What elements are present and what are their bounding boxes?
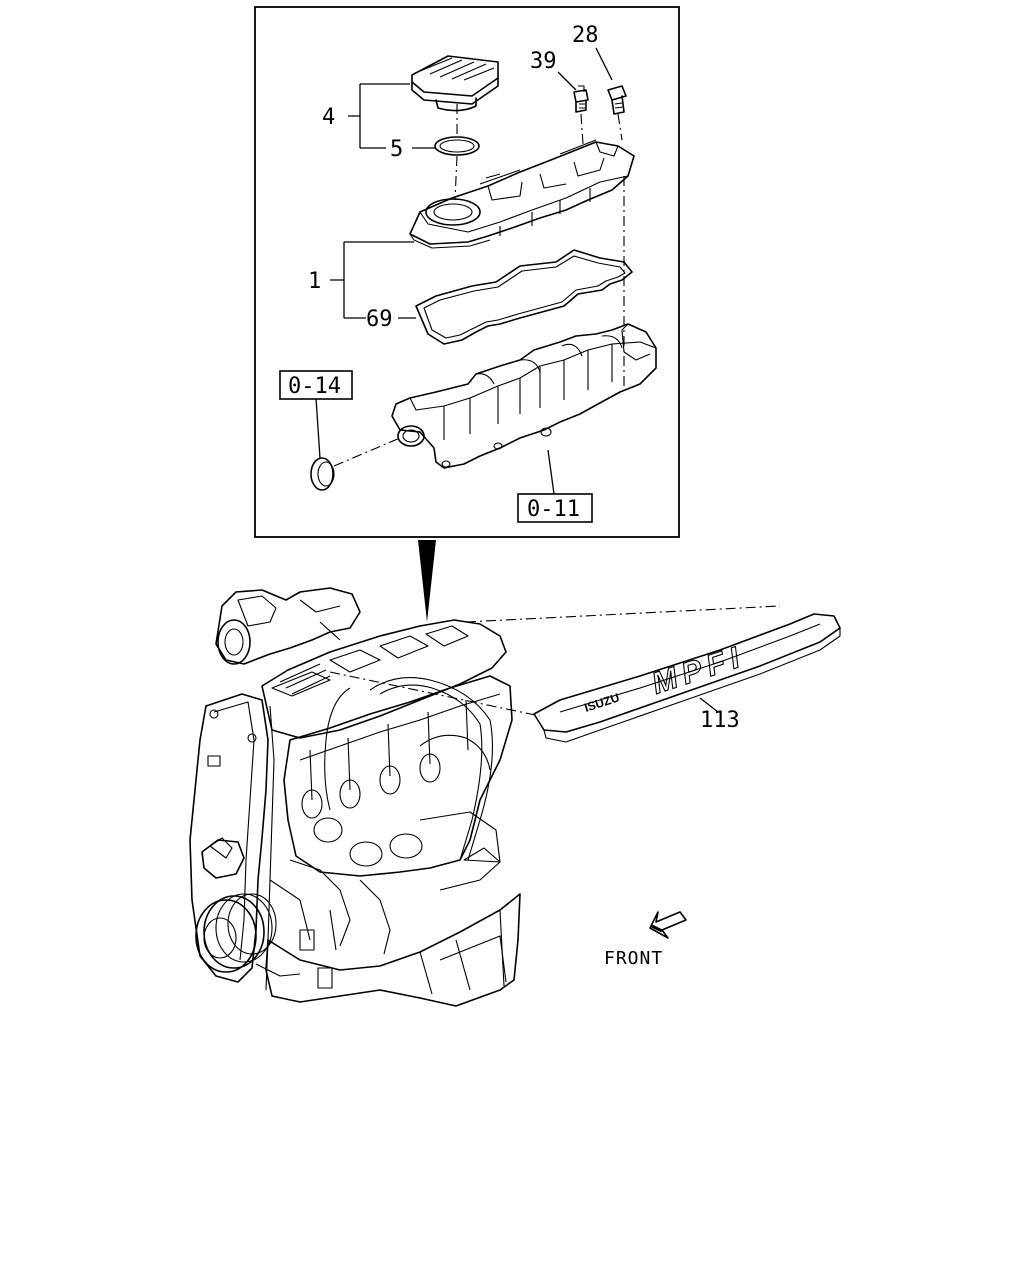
oil-filler-cap xyxy=(411,55,499,112)
bolt-28 xyxy=(607,85,627,115)
callout-4: 4 xyxy=(322,105,335,130)
reference-label-0-14: 0-14 xyxy=(288,374,341,399)
leader-0-11 xyxy=(547,449,555,495)
oil-seal xyxy=(310,457,335,491)
camshaft-housing xyxy=(391,323,657,469)
leader-bracket-1 xyxy=(330,241,414,319)
assembly-line-bolt-39 xyxy=(580,113,584,145)
assembly-line-engine-cover xyxy=(329,605,781,717)
engine-assembly xyxy=(189,587,521,1007)
reference-box-0-11[interactable]: 0-11 xyxy=(517,493,593,523)
callout-113: 113 xyxy=(700,708,740,733)
leader-0-14 xyxy=(315,397,321,459)
engine-cover: ISUZU MPFI xyxy=(533,613,841,743)
assembly-line-bolt-28 xyxy=(617,113,625,390)
leader-28 xyxy=(595,47,613,81)
assembly-line-seal xyxy=(333,437,401,467)
front-label: FRONT xyxy=(604,948,663,969)
reference-box-0-14[interactable]: 0-14 xyxy=(279,370,353,400)
reference-label-0-11: 0-11 xyxy=(527,497,580,522)
leader-bracket-4 xyxy=(348,83,410,149)
callout-5: 5 xyxy=(390,137,403,162)
cover-model-text: MPFI xyxy=(648,640,749,701)
callout-39: 39 xyxy=(530,49,557,74)
front-arrow-icon xyxy=(649,911,687,939)
cover-brand-text: ISUZU xyxy=(583,690,622,714)
leader-39 xyxy=(557,71,577,91)
callout-69: 69 xyxy=(366,307,393,332)
stud-bolt-39 xyxy=(573,85,589,113)
oil-cap-o-ring xyxy=(434,136,480,156)
cylinder-head-cover-gasket xyxy=(415,249,633,345)
inset-pointer xyxy=(418,540,436,622)
crankshaft-pulley xyxy=(195,893,277,973)
assembly-line-cap xyxy=(454,104,458,201)
front-indicator: FRONT xyxy=(604,911,687,969)
callout-1: 1 xyxy=(308,269,321,294)
cylinder-head-cover xyxy=(409,139,635,249)
leader-113 xyxy=(699,697,719,713)
callout-28: 28 xyxy=(572,23,599,48)
